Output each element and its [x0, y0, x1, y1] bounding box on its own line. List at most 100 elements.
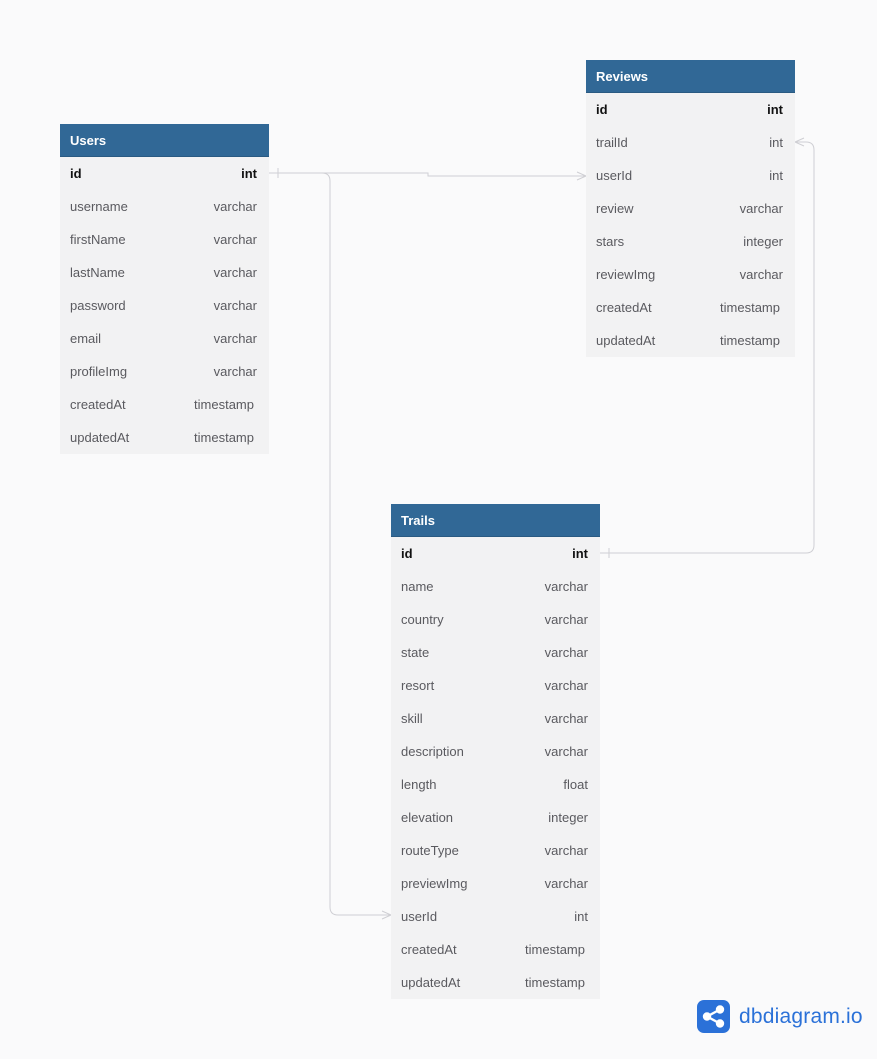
table-row-trails-resort[interactable]: resort varchar — [391, 669, 600, 702]
column-name: length — [401, 777, 437, 792]
column-name: id — [596, 102, 608, 117]
connector-users-reviews[interactable] — [269, 172, 586, 177]
table-row-trails-country[interactable]: country varchar — [391, 603, 600, 636]
column-type: varchar — [544, 645, 588, 660]
column-type: varchar — [544, 876, 588, 891]
column-type: int — [769, 135, 783, 150]
table-row-trails-state[interactable]: state varchar — [391, 636, 600, 669]
column-name: review — [596, 201, 634, 216]
table-row-reviews-stars[interactable]: stars integer — [586, 225, 795, 258]
column-name: description — [401, 744, 464, 759]
column-type: timestamp — [720, 300, 780, 315]
table-row-users-firstName[interactable]: firstName varchar — [60, 223, 269, 256]
column-type: varchar — [739, 267, 783, 282]
column-name: updatedAt — [401, 975, 461, 990]
table-header-trails[interactable]: Trails — [391, 504, 600, 537]
column-name: name — [401, 579, 434, 594]
brand-name: dbdiagram.io — [739, 1004, 863, 1028]
column-type: varchar — [213, 364, 257, 379]
table-row-reviews-trailId[interactable]: trailId int — [586, 126, 795, 159]
column-name: previewImg — [401, 876, 468, 891]
column-type: varchar — [213, 298, 257, 313]
column-type: varchar — [213, 232, 257, 247]
table-row-users-id[interactable]: id int — [60, 157, 269, 190]
column-type: int — [572, 546, 588, 561]
many-marker-reviews-userid — [576, 171, 587, 181]
table-row-trails-updatedAt[interactable]: updatedAt timestamp — [391, 966, 600, 999]
column-name: username — [70, 199, 128, 214]
column-name: state — [401, 645, 430, 660]
column-type: varchar — [213, 199, 257, 214]
column-name: password — [70, 298, 126, 313]
table-row-trails-name[interactable]: name varchar — [391, 570, 600, 603]
table-row-trails-elevation[interactable]: elevation integer — [391, 801, 600, 834]
table-reviews[interactable]: Reviews id int trailId int userId int review va… — [586, 60, 795, 357]
table-row-trails-skill[interactable]: skill varchar — [391, 702, 600, 735]
column-name: createdAt — [70, 397, 126, 412]
column-type: varchar — [739, 201, 783, 216]
column-type: integer — [743, 234, 783, 249]
table-row-users-email[interactable]: email varchar — [60, 322, 269, 355]
column-type: int — [574, 909, 588, 924]
many-marker-reviews-trailid — [794, 137, 805, 147]
table-users[interactable]: Users id int username varchar firstName varch… — [60, 124, 269, 454]
column-name: email — [70, 331, 102, 346]
column-type: varchar — [544, 678, 588, 693]
connector-users-trails[interactable] — [269, 172, 391, 916]
column-name: firstName — [70, 232, 126, 247]
table-row-reviews-updatedAt[interactable]: updatedAt timestamp — [586, 324, 795, 357]
table-row-trails-userId[interactable]: userId int — [391, 900, 600, 933]
table-row-trails-id[interactable]: id int — [391, 537, 600, 570]
table-row-reviews-userId[interactable]: userId int — [586, 159, 795, 192]
column-type: varchar — [544, 579, 588, 594]
column-type: integer — [548, 810, 588, 825]
column-type: float — [563, 777, 588, 792]
column-name: skill — [401, 711, 423, 726]
column-type: varchar — [213, 265, 257, 280]
column-name: id — [401, 546, 413, 561]
share-nodes-icon — [697, 1000, 730, 1033]
column-name: userId — [401, 909, 438, 924]
column-type: varchar — [213, 331, 257, 346]
column-type: varchar — [544, 711, 588, 726]
column-name: elevation — [401, 810, 454, 825]
column-name: stars — [596, 234, 625, 249]
dbdiagram-brand[interactable]: dbdiagram.io — [697, 1000, 863, 1033]
many-marker-trails-userid — [381, 910, 392, 920]
table-header-reviews[interactable]: Reviews — [586, 60, 795, 93]
table-row-reviews-review[interactable]: review varchar — [586, 192, 795, 225]
table-row-reviews-reviewImg[interactable]: reviewImg varchar — [586, 258, 795, 291]
column-type: varchar — [544, 612, 588, 627]
column-name: id — [70, 166, 82, 181]
table-row-trails-description[interactable]: description varchar — [391, 735, 600, 768]
column-type: timestamp — [720, 333, 780, 348]
table-row-reviews-id[interactable]: id int — [586, 93, 795, 126]
column-type: timestamp — [525, 975, 585, 990]
table-row-users-password[interactable]: password varchar — [60, 289, 269, 322]
table-row-reviews-createdAt[interactable]: createdAt timestamp — [586, 291, 795, 324]
table-row-trails-length[interactable]: length float — [391, 768, 600, 801]
column-type: varchar — [544, 744, 588, 759]
column-type: int — [241, 166, 257, 181]
table-row-trails-previewImg[interactable]: previewImg varchar — [391, 867, 600, 900]
column-name: createdAt — [401, 942, 457, 957]
table-header-users[interactable]: Users — [60, 124, 269, 157]
column-type: timestamp — [194, 397, 254, 412]
column-name: trailId — [596, 135, 628, 150]
table-row-users-createdAt[interactable]: createdAt timestamp — [60, 388, 269, 421]
column-type: int — [767, 102, 783, 117]
column-name: createdAt — [596, 300, 652, 315]
column-type: int — [769, 168, 783, 183]
column-name: userId — [596, 168, 633, 183]
column-name: country — [401, 612, 444, 627]
table-row-users-username[interactable]: username varchar — [60, 190, 269, 223]
column-name: reviewImg — [596, 267, 656, 282]
column-name: resort — [401, 678, 435, 693]
column-name: updatedAt — [596, 333, 656, 348]
